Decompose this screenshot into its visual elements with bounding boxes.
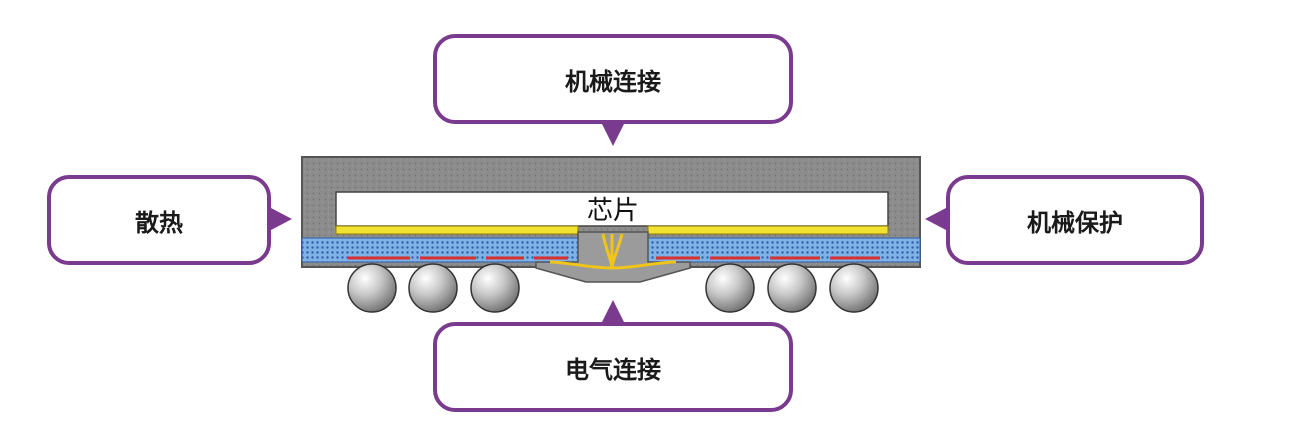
solder-ball bbox=[767, 263, 817, 313]
die-attach-layer bbox=[335, 225, 889, 235]
callout-top-label: 机械连接 bbox=[565, 67, 661, 96]
callout-mechanical-connection: 机械连接 bbox=[433, 34, 793, 124]
solder-ball bbox=[705, 263, 755, 313]
callout-bottom-label: 电气连接 bbox=[565, 355, 661, 384]
solder-ball bbox=[347, 263, 397, 313]
solder-balls bbox=[347, 263, 879, 313]
solder-ball bbox=[829, 263, 879, 313]
callout-electrical-connection: 电气连接 bbox=[433, 322, 793, 412]
pointer-top bbox=[602, 124, 624, 146]
solder-ball bbox=[470, 263, 520, 313]
pointer-bottom bbox=[602, 300, 624, 322]
solder-ball bbox=[408, 263, 458, 313]
callout-mechanical-protection: 机械保护 bbox=[946, 175, 1204, 265]
pointer-left bbox=[271, 208, 292, 230]
chip-label: 芯片 bbox=[587, 196, 639, 226]
callout-heat-dissipation: 散热 bbox=[47, 175, 271, 265]
pointer-right bbox=[925, 208, 946, 230]
bond-wires bbox=[549, 233, 677, 270]
callout-left-label: 散热 bbox=[135, 208, 183, 237]
chip-die bbox=[335, 191, 889, 227]
callout-pointers bbox=[271, 124, 946, 322]
callout-right-label: 机械保护 bbox=[1027, 208, 1123, 237]
